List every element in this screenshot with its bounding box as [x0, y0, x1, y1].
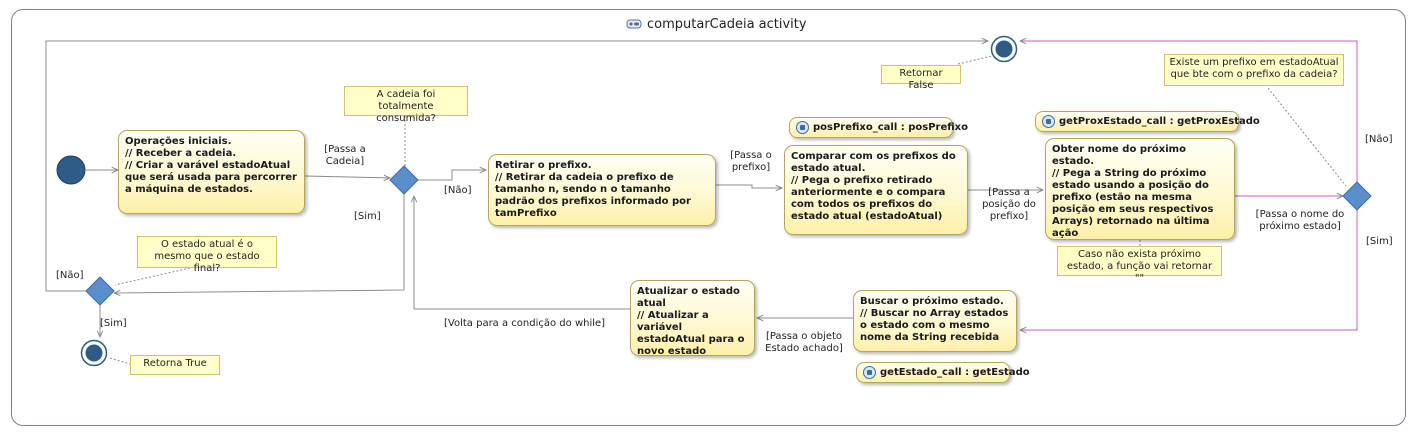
guard-passa-posicao: [Passa a posição do prefixo]	[982, 187, 1036, 222]
decision-existe-prefixo	[1342, 181, 1372, 211]
action-obter-proximo[interactable]: Obter nome do próximo estado. // Pega a …	[1045, 138, 1235, 240]
decision-cadeia-consumida	[389, 165, 419, 195]
guard-passa-objeto: [Passa o objeto Estado achado]	[765, 331, 843, 354]
call-pos-prefixo[interactable]: posPrefixo_call : posPrefixo	[789, 117, 968, 138]
flow-atualizar-to-while	[414, 196, 630, 310]
guard-nao-final: [Não]	[56, 270, 84, 281]
note-link-retornar-false	[957, 55, 993, 65]
action-comparar-prefixos[interactable]: Comparar com os prefixos do estado atual…	[784, 145, 968, 235]
note-nao-existe-proximo: Caso não exista próximo estado, a função…	[1057, 246, 1222, 284]
action-retirar-prefixo[interactable]: Retirar o prefixo. // Retirar da cadeia …	[488, 154, 716, 226]
call-behavior-icon	[796, 121, 809, 134]
call-get-prox-estado[interactable]: getProxEstado_call : getProxEstado	[1035, 111, 1260, 132]
call-behavior-icon	[863, 366, 876, 379]
note-retornar-false: Retornar False	[881, 65, 961, 91]
final-node-false	[990, 35, 1018, 63]
final-node-true	[80, 339, 108, 367]
flow-prefix-decision-to-buscar	[1020, 210, 1358, 330]
guard-volta-condicao: [Volta para a condição do while]	[444, 318, 606, 329]
flow-retirar-to-comparar	[716, 184, 782, 188]
guard-sim-while: [Sim]	[354, 211, 381, 222]
note-link-existe-prefixo	[1267, 87, 1347, 187]
flow-prefix-decision-to-false	[1020, 41, 1358, 182]
flow-while-to-final-decision	[114, 194, 405, 293]
action-operacoes-iniciais[interactable]: Operações iniciais. // Receber a cadeia.…	[118, 130, 305, 214]
diagram-title: computarCadeia activity	[626, 15, 807, 33]
note-cadeia-consumida: A cadeia foi totalmente consumida?	[344, 86, 468, 124]
guard-passa-prefixo: [Passa o prefixo]	[730, 150, 772, 173]
note-existe-prefixo: Existe um prefixo em estadoAtual que bte…	[1164, 54, 1344, 86]
call-behavior-icon	[1042, 115, 1055, 128]
activity-icon	[626, 19, 642, 29]
call-get-estado-label: getEstado_call : getEstado	[880, 367, 1030, 378]
initial-node	[56, 155, 86, 185]
diagram-title-text: computarCadeia activity	[647, 16, 807, 32]
flow-while-to-retirar	[417, 170, 486, 181]
note-link-estado-final	[114, 267, 191, 286]
action-buscar-proximo[interactable]: Buscar o próximo estado. // Buscar no Ar…	[853, 290, 1017, 352]
note-link-retorna-true	[109, 357, 131, 365]
guard-nao-prefixo: [Não]	[1365, 134, 1393, 145]
flow-final-decision-to-false	[45, 41, 988, 292]
guard-passa-nome: [Passa o nome do próximo estado]	[1255, 209, 1345, 232]
guard-sim-prefixo: [Sim]	[1366, 236, 1393, 247]
call-pos-prefixo-label: posPrefixo_call : posPrefixo	[813, 122, 969, 133]
action-atualizar-estado[interactable]: Atualizar o estado atual // Atualizar a …	[630, 280, 755, 356]
note-retorna-true: Retorna True	[130, 355, 220, 375]
guard-sim-final: [Sim]	[100, 318, 127, 329]
call-get-prox-estado-label: getProxEstado_call : getProxEstado	[1059, 116, 1260, 127]
call-get-estado[interactable]: getEstado_call : getEstado	[856, 362, 1030, 383]
flow-operacoes-to-while	[304, 176, 390, 178]
guard-nao-while: [Não]	[444, 185, 472, 196]
note-estado-final: O estado atual é o mesmo que o estado fi…	[137, 236, 277, 274]
guard-passa-cadeia: [Passa a Cadeia]	[324, 144, 366, 167]
decision-estado-final	[85, 276, 115, 306]
